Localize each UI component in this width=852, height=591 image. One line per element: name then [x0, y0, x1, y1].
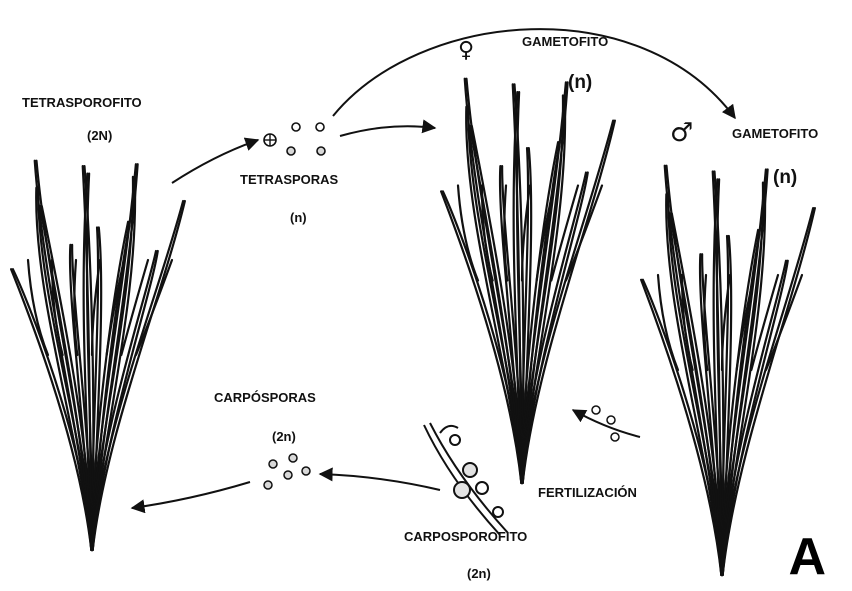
gametofito-male-title: GAMETOFITO — [732, 126, 818, 141]
carposporofito-ploidy: (2n) — [467, 566, 491, 581]
gametofito-female-ploidy: (n) — [568, 72, 592, 94]
tetrasporofito-ploidy: (2N) — [87, 128, 112, 143]
spermatia — [592, 406, 619, 441]
arrow-to-carposporas — [320, 474, 440, 490]
female-symbol-icon: ♀ — [458, 38, 474, 63]
carposporas-title: CARPÓSPORAS — [214, 390, 316, 405]
tetrasporophyte-plant — [11, 161, 185, 550]
male-symbol-icon: ♂ — [670, 118, 693, 148]
arrow-fertilization — [573, 410, 640, 437]
carpospores — [264, 454, 310, 489]
carposporofito-title: CARPOSPOROFITO — [404, 529, 527, 544]
fertilizacion-title: FERTILIZACIÓN — [538, 485, 637, 500]
carposporas-ploidy: (2n) — [272, 429, 296, 444]
tetrasporas-title: TETRASPORAS — [240, 172, 338, 187]
tetrasporofito-title: TETRASPOROFITO — [22, 95, 142, 110]
gametofito-male-ploidy: (n) — [773, 167, 797, 189]
tetraspores — [264, 123, 325, 155]
male-gametophyte-plant — [641, 166, 815, 575]
panel-letter: A — [788, 527, 826, 587]
tetrasporas-ploidy: (n) — [290, 210, 307, 225]
cycle-arrows — [132, 29, 735, 508]
arrow-to-female-gametophyte — [340, 126, 435, 136]
female-gametophyte-plant — [441, 79, 615, 483]
arrow-to-tetrasporophyte — [132, 482, 250, 508]
carposporophyte-branch — [424, 423, 508, 535]
gametofito-female-title: GAMETOFITO — [522, 34, 608, 49]
